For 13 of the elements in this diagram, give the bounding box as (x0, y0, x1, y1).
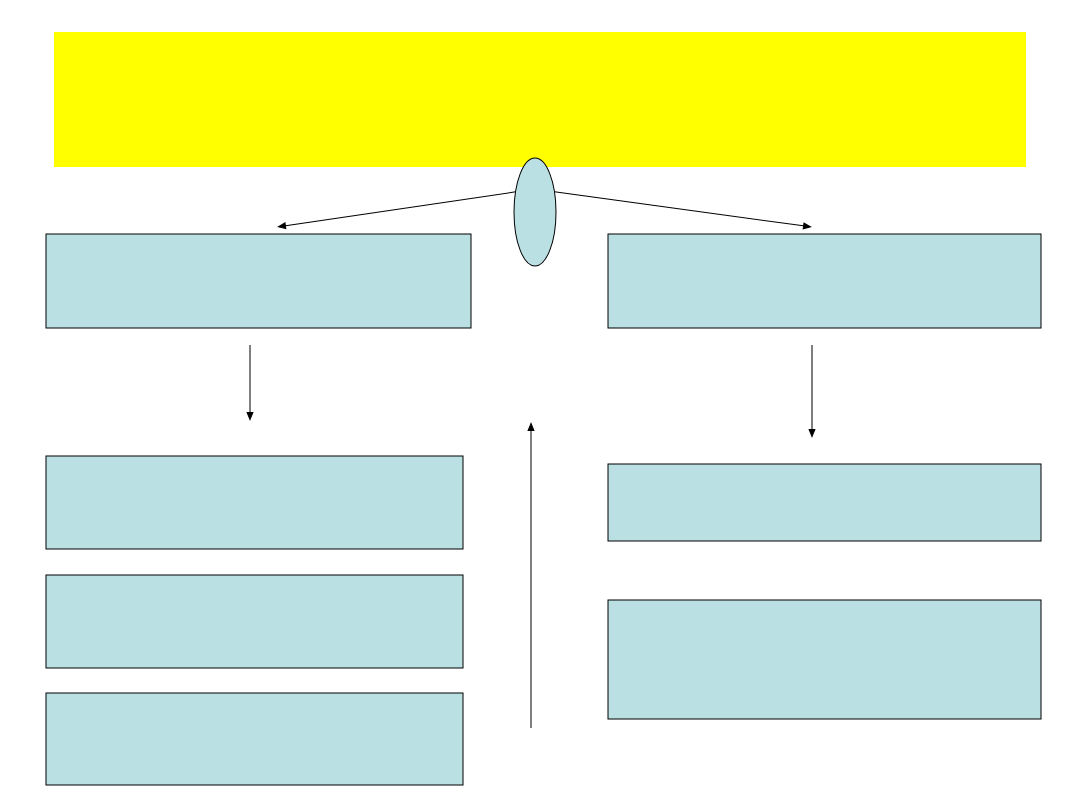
ellipse (513, 157, 557, 267)
box (607, 463, 1042, 542)
arrow (246, 344, 254, 421)
arrow (554, 191, 812, 230)
box (45, 574, 464, 669)
box (45, 692, 464, 786)
arrow (277, 191, 517, 230)
box (45, 233, 472, 329)
box (607, 599, 1042, 720)
box (45, 455, 464, 550)
arrow (808, 344, 816, 438)
box (607, 233, 1042, 329)
banner (54, 32, 1026, 167)
